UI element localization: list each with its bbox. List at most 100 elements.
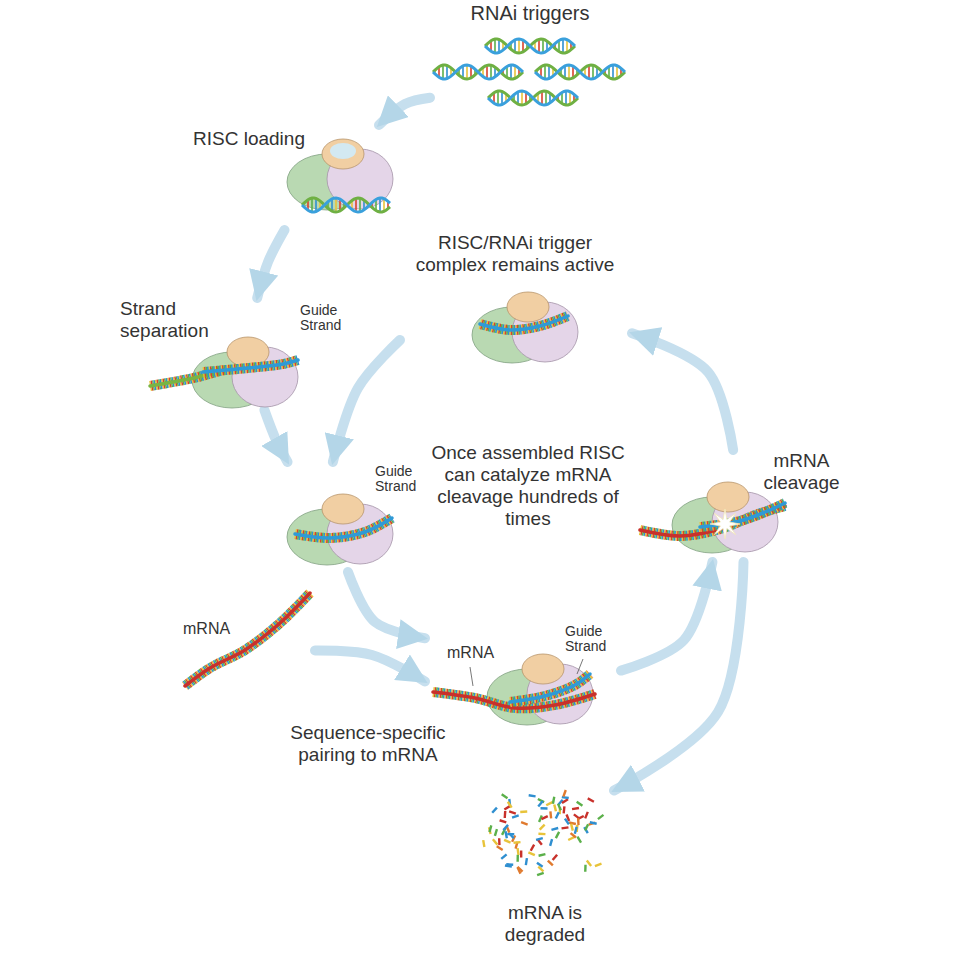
guide-strand <box>302 198 390 212</box>
strand-backbone <box>185 593 310 686</box>
base-rungs <box>295 518 392 538</box>
risc-complex <box>192 337 298 408</box>
base-rung <box>379 198 381 212</box>
base-rungs <box>510 674 590 702</box>
base-rungs <box>510 674 590 702</box>
fragment <box>586 860 592 867</box>
fragment <box>587 797 594 802</box>
base-rungs <box>203 360 298 372</box>
base-rung <box>612 65 614 79</box>
risc-stage: mRNA cleavage <box>640 450 847 562</box>
base-rung <box>562 39 564 53</box>
fragment <box>552 854 558 861</box>
strand-backbone <box>480 316 568 330</box>
fragment <box>561 798 568 804</box>
base-rung <box>545 91 547 105</box>
leader-line <box>470 667 473 686</box>
fragment <box>572 807 579 810</box>
base-rung <box>518 39 520 53</box>
stage-label: mRNA is degraded <box>478 902 612 946</box>
base-rungs <box>185 593 310 686</box>
guide-strand <box>535 65 625 79</box>
fragment <box>501 793 508 799</box>
fragment <box>562 790 567 797</box>
sense-strand <box>433 65 523 79</box>
flow-arrow <box>348 572 425 638</box>
base-rungs <box>295 518 392 538</box>
fragment <box>536 837 543 841</box>
base-rung <box>497 91 499 105</box>
risc-lobe <box>522 654 564 684</box>
risc-stage: Guide Strand <box>280 462 431 572</box>
fragment <box>561 826 568 829</box>
flow-arrow <box>264 410 287 462</box>
stage-label: Strand separation <box>120 298 230 342</box>
fragment <box>492 839 498 846</box>
base-rung <box>592 65 594 79</box>
guide-strand <box>485 39 575 53</box>
fragment <box>576 836 582 843</box>
fragment <box>597 814 604 820</box>
base-rungs <box>480 316 568 330</box>
risc-lobe <box>322 494 364 524</box>
base-rung <box>498 40 500 53</box>
stage-label: RISC loading <box>193 128 323 150</box>
rna-strand <box>203 360 298 372</box>
fragment <box>562 806 565 813</box>
base-rung <box>510 65 512 79</box>
flow-arrow <box>632 333 733 450</box>
leader-line <box>577 659 583 674</box>
base-rung <box>501 92 503 105</box>
fragment <box>506 863 513 866</box>
fragment <box>507 801 513 808</box>
risc-lobe <box>322 139 364 169</box>
base-rung <box>466 65 468 79</box>
fragment <box>504 811 507 818</box>
fragment <box>496 845 503 851</box>
base-rung <box>568 65 570 79</box>
rna-strand <box>185 593 310 686</box>
fragment <box>547 860 554 867</box>
base-rung <box>335 198 337 212</box>
part-label: Guide Strand <box>375 464 429 494</box>
base-rung <box>442 65 444 79</box>
sense-strand <box>485 39 575 53</box>
trigger-group: RNAi triggers <box>430 0 632 115</box>
risc-lobe <box>507 292 549 322</box>
base-rungs <box>510 674 590 702</box>
base-rung <box>544 65 546 79</box>
fragment <box>516 855 519 862</box>
fragment <box>509 810 516 814</box>
base-rungs <box>295 518 392 538</box>
fragment <box>508 832 514 839</box>
fragment <box>513 841 520 844</box>
sense-strand <box>488 91 578 105</box>
fragment <box>552 797 556 804</box>
fragment <box>538 833 545 836</box>
risc-complex <box>487 654 593 725</box>
base-rungs <box>510 674 590 702</box>
base-rung <box>359 198 361 212</box>
fragment <box>584 824 589 831</box>
fragment <box>504 839 511 844</box>
flow-arrow <box>257 230 284 298</box>
fragment <box>494 829 498 836</box>
fragment <box>499 819 506 823</box>
fragment <box>549 839 553 846</box>
fragment <box>504 831 508 838</box>
risc-stage: RISC/RNAi trigger complex remains active <box>400 232 632 367</box>
base-rung <box>548 66 550 79</box>
node-illustration <box>180 588 315 692</box>
stage-caption: Sequence-specific pairing to mRNA <box>280 722 456 766</box>
fragment <box>555 831 560 838</box>
base-rung <box>538 39 540 52</box>
stage-label: RISC/RNAi trigger complex remains active <box>400 232 630 276</box>
fragment <box>537 800 543 807</box>
fragment <box>555 812 560 819</box>
fragment <box>551 827 558 831</box>
base-rungs <box>203 360 298 372</box>
fragment <box>584 865 587 872</box>
base-rung <box>542 39 544 53</box>
fragment <box>570 824 574 831</box>
guide-strand <box>433 65 523 79</box>
